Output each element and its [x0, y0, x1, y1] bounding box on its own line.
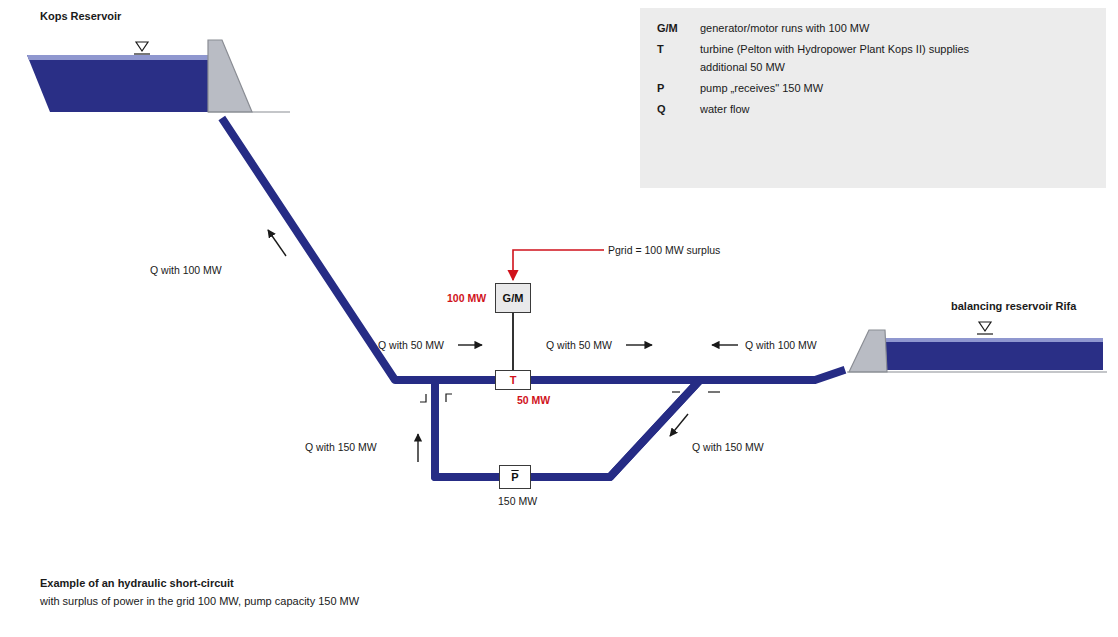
key-description: generator/motor runs with 100 MW: [700, 19, 970, 37]
flow-arrow: [417, 434, 418, 462]
water-pipe: [531, 380, 700, 477]
generator-motor-box: G/M: [495, 283, 531, 313]
junction-mark: [672, 391, 680, 392]
water-level-symbol: [977, 333, 993, 334]
key-box: G/Mgenerator/motor runs with 100 MWTturb…: [640, 8, 1106, 188]
water-pipe: [435, 380, 499, 477]
water-level-symbol: [979, 322, 991, 331]
flow-label: Q with 100 MW: [150, 263, 222, 277]
flow-label: Q with 50 MW: [378, 338, 444, 352]
reservoir-drawing: [22, 10, 292, 118]
dam-wall: [849, 330, 887, 372]
flow-arrow: [626, 344, 652, 345]
power-label: 100 MW: [447, 291, 486, 305]
water-surface: [885, 338, 1103, 342]
water-level-symbol: [136, 42, 148, 51]
caption-text: with surplus of power in the grid 100 MW…: [40, 594, 359, 608]
flow-label: Q with 100 MW: [745, 338, 817, 352]
water-pipe: [222, 118, 499, 477]
pump-box: P: [499, 465, 531, 489]
node-label: Kops Reservoir: [40, 10, 121, 22]
junction-mark: [420, 394, 426, 402]
key-description: pump „receives" 150 MW: [700, 79, 970, 97]
water-surface: [27, 55, 212, 60]
power-label: 150 MW: [498, 494, 537, 508]
key-symbol: G/M: [657, 19, 700, 37]
key-description: water flow: [700, 100, 970, 118]
node-label: balancing reservoir Rifa: [951, 300, 1076, 312]
key-description: turbine (Pelton with Hydropower Plant Ko…: [700, 40, 970, 76]
reservoir: Kops Reservoir: [22, 10, 292, 118]
key-symbol: T: [657, 40, 700, 76]
power-label: 50 MW: [517, 393, 550, 407]
water-level-symbol: [134, 53, 150, 54]
key-symbol: P: [657, 79, 700, 97]
shaft-line: [512, 313, 514, 370]
grid-surplus-label: Pgrid = 100 MW surplus: [608, 243, 720, 257]
junction-mark: [446, 394, 452, 402]
flow-arrow: [670, 414, 688, 436]
flow-label: Q with 150 MW: [305, 440, 377, 454]
water-pipe: [531, 370, 845, 477]
key-symbol: Q: [657, 100, 700, 118]
ground-line: [847, 371, 1107, 372]
node-label: P: [511, 471, 518, 483]
junction-mark: [708, 391, 720, 392]
dam-wall: [208, 40, 252, 112]
reservoir: balancing reservoir Rifa: [845, 300, 1110, 375]
node-label: T: [510, 374, 517, 386]
flow-label: Q with 150 MW: [692, 440, 764, 454]
node-label: G/M: [503, 292, 524, 304]
flow-label: Q with 50 MW: [546, 338, 612, 352]
turbine-box: T: [495, 370, 531, 390]
ground-line: [208, 111, 290, 112]
flow-arrow: [712, 344, 738, 345]
grid-power-arrow: [513, 250, 604, 280]
flow-arrow: [458, 344, 482, 345]
title-text: Example of an hydraulic short-circuit: [40, 576, 234, 590]
flow-arrow: [268, 230, 286, 256]
reservoir-water: [27, 55, 212, 112]
reservoir-water: [885, 338, 1103, 370]
